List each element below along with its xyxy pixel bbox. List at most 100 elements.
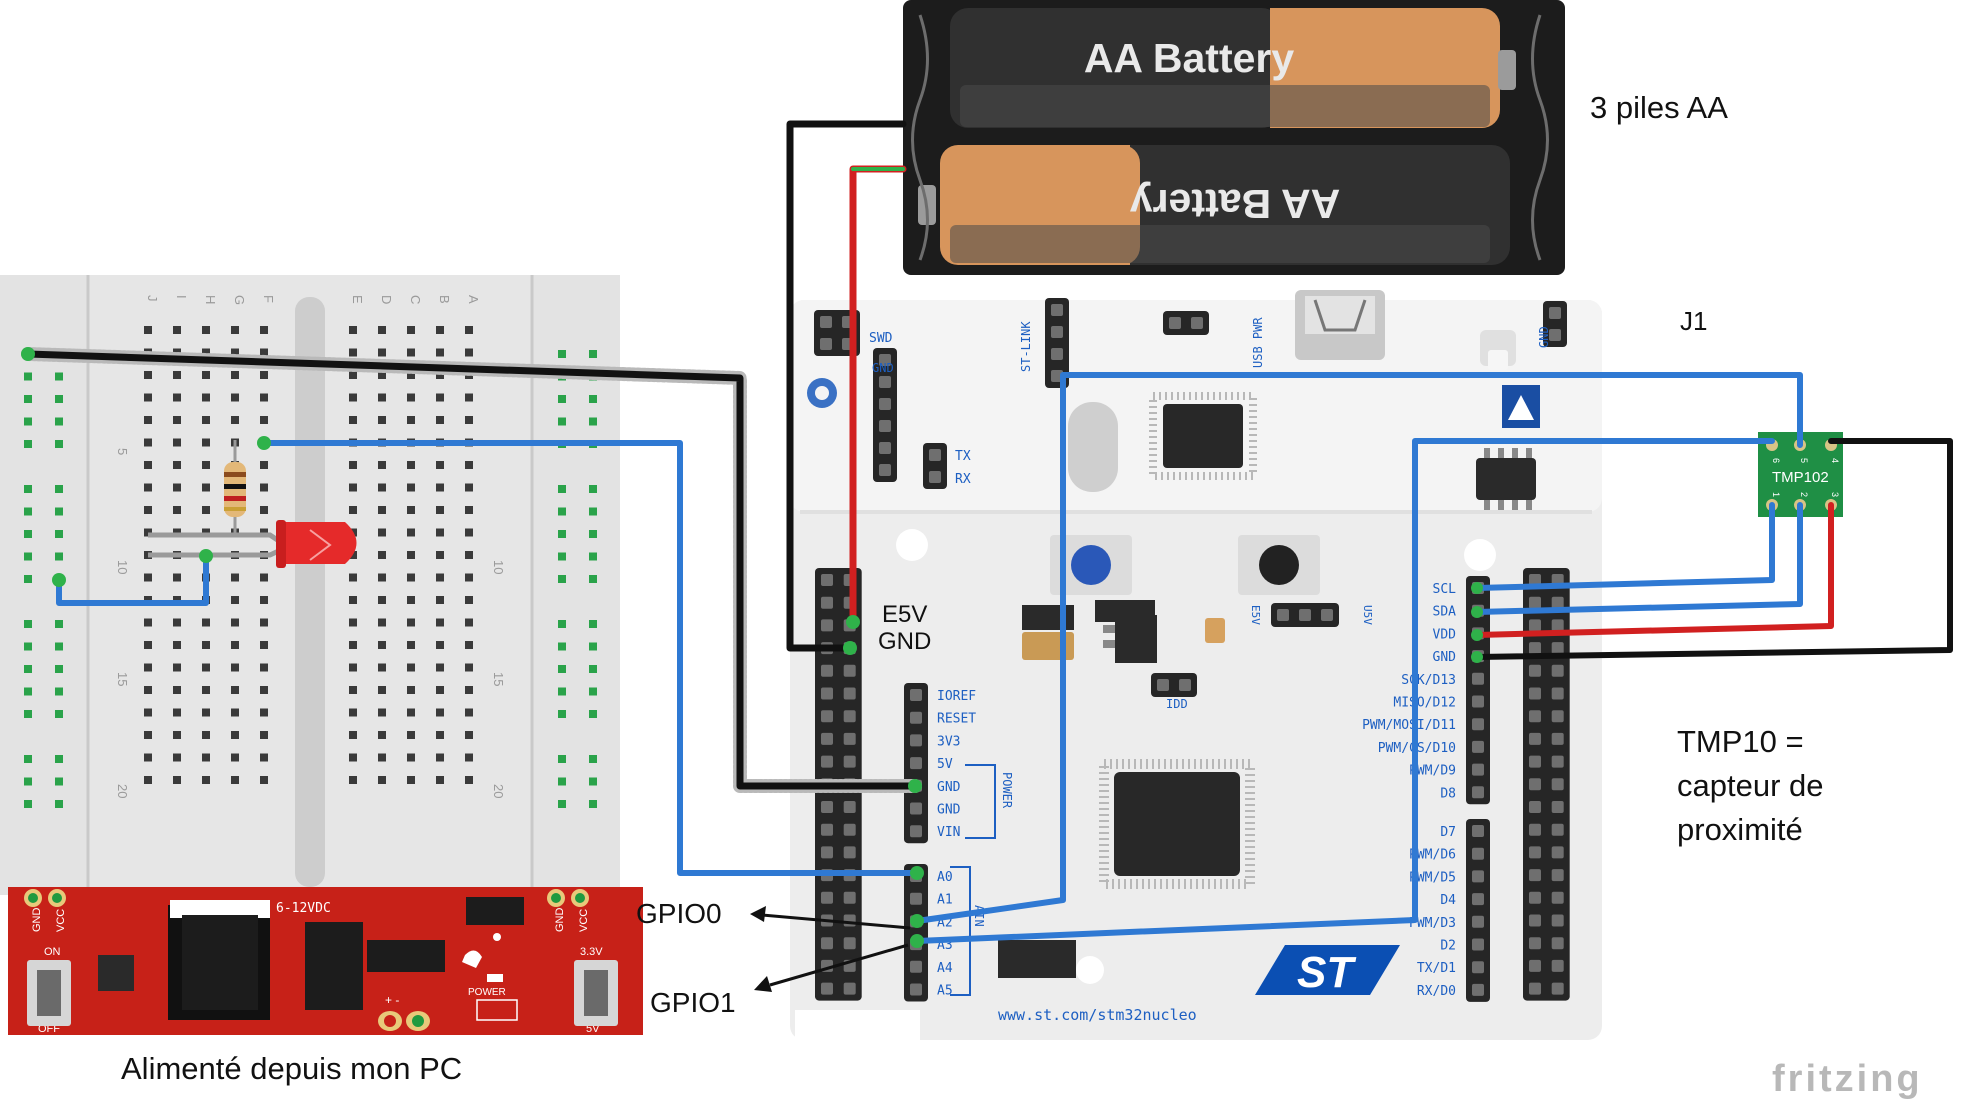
breadboard-hole (144, 776, 152, 784)
analog-group-silk: AIN (972, 905, 986, 927)
user-button[interactable] (1050, 535, 1132, 595)
morpho-right-pin (1529, 619, 1541, 632)
breadboard-hole (173, 438, 181, 447)
analog-pin-label-5: A5 (937, 984, 953, 999)
voltage-regulator (1095, 600, 1157, 663)
digital-bottom-pin (1472, 961, 1484, 974)
breadboard-hole (349, 393, 357, 402)
power-note-label: Alimenté depuis mon PC (121, 1051, 463, 1086)
digital-top-pin (1472, 763, 1484, 776)
breadboard-hole (465, 326, 473, 334)
dc-barrel-jack (182, 915, 258, 1010)
digital-bottom-pin-label-3: D4 (1440, 893, 1456, 908)
breadboard-rail-hole (589, 507, 597, 516)
breadboard-hole (407, 708, 415, 717)
breadboard-hole (407, 596, 415, 604)
breadboard-hole (436, 528, 444, 537)
breadboard-hole (144, 573, 152, 582)
morpho-right-pin (1551, 642, 1564, 655)
power-pin (910, 757, 922, 770)
breadboard-hole (407, 663, 415, 672)
power-pin-label-5: GND (937, 803, 961, 818)
analog-housing (904, 864, 928, 1002)
breadboard-hole (231, 596, 239, 604)
wire-resistor-rail (56, 553, 209, 606)
breadboard-hole (349, 348, 357, 357)
morpho-left-pin (843, 914, 856, 927)
breadboard-hole (465, 686, 473, 694)
wire-led-a0 (261, 440, 920, 876)
breadboard-hole (173, 506, 181, 514)
reset-button[interactable] (1238, 535, 1320, 595)
power-pin (910, 802, 922, 815)
breadboard-rail-hole (558, 665, 566, 673)
capacitor-dark (1022, 605, 1074, 630)
pm-33v-label: 3.3V (580, 946, 603, 958)
idd-pin (1157, 679, 1169, 691)
digital-bottom-pin-label-4: PWM/D3 (1409, 916, 1456, 931)
breadboard-rail-hole (558, 800, 566, 808)
breadboard-hole (349, 708, 357, 717)
gnd-right-silk: GND (1537, 326, 1551, 348)
breadboard-rail-hole (589, 777, 597, 786)
breadboard-hole (260, 573, 268, 582)
morpho-right-pin (1529, 732, 1541, 745)
breadboard-hole (349, 686, 357, 694)
breadboard-hole (231, 326, 239, 334)
breadboard-hole (436, 663, 444, 672)
sensor-pin-5: 5 (1799, 458, 1809, 463)
row-number-10-right: 10 (491, 560, 506, 574)
pm-gnd-right: GND (554, 908, 566, 933)
breadboard-hole (407, 686, 415, 694)
power-pin (910, 734, 922, 747)
breadboard-hole (260, 483, 268, 492)
pm-on-label: ON (44, 946, 61, 958)
breadboard-rail-hole (558, 530, 566, 538)
breadboard-hole (436, 371, 444, 379)
col-letter-i: I (174, 295, 189, 299)
breadboard-hole (407, 551, 415, 559)
breadboard-rail-hole (589, 665, 597, 673)
breadboard-rail-hole (589, 552, 597, 561)
swd-header (873, 348, 897, 482)
breadboard-hole (436, 776, 444, 784)
digital-header-bottom (1466, 819, 1490, 1002)
breadboard-hole (202, 371, 210, 379)
swd-pin (879, 376, 891, 388)
morpho-right-pin (1529, 914, 1541, 927)
breadboard-hole (465, 461, 473, 469)
breadboard-hole (144, 371, 152, 379)
breadboard-rail-hole (589, 800, 597, 808)
morpho-right-pin (1529, 596, 1541, 609)
power-pin (910, 689, 922, 701)
breadboard-rail-hole (558, 485, 566, 493)
battery-pack-label: 3 piles AA (1590, 90, 1728, 125)
breadboard-hole (436, 483, 444, 492)
breadboard-rail-hole (558, 507, 566, 516)
rx-silk: RX (955, 472, 971, 487)
breadboard-rail-hole (55, 372, 63, 381)
breadboard-hole (465, 551, 473, 559)
breadboard-hole (436, 641, 444, 649)
stlink-mcu (1149, 392, 1257, 480)
nucleo-board: GND SWD TX RX ST-LINK USB PWR GND (790, 290, 1602, 1040)
breadboard-hole (465, 596, 473, 604)
pm-gnd-left: GND (31, 908, 43, 933)
sensor-note-line2: capteur de (1677, 768, 1824, 803)
wire-endpoints (21, 347, 1483, 948)
digital-bottom-pin (1472, 915, 1484, 928)
morpho-left-pin (843, 891, 856, 904)
stlink-pin (1051, 304, 1063, 316)
breadboard-rail-hole (24, 755, 32, 763)
breadboard-rail-hole (558, 777, 566, 786)
breadboard-rail-hole (55, 440, 63, 448)
breadboard-rail-hole (55, 620, 63, 628)
breadboard-rail-hole (24, 395, 32, 403)
breadboard-hole (378, 326, 386, 334)
digital-bottom-pin-label-0: D7 (1440, 825, 1456, 840)
gnd-label: GND (878, 628, 932, 655)
breadboard-rail-hole (589, 575, 597, 583)
row-number-20-right: 20 (491, 784, 506, 798)
swd-pin (879, 442, 891, 454)
pm-button[interactable] (466, 897, 524, 925)
